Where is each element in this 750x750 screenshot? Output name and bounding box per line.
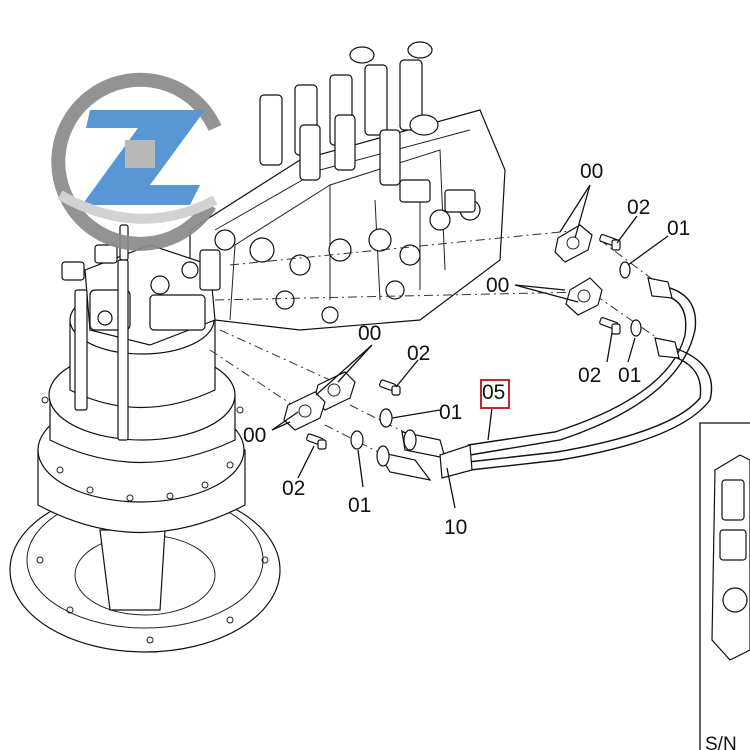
callout-00-top: 00 <box>580 160 603 183</box>
callout-01-center: 01 <box>439 401 462 424</box>
control-valve-icon <box>189 41 506 331</box>
leader-lines <box>271 184 669 509</box>
bolt-icon <box>306 433 327 450</box>
inset-frame: S/N <box>699 422 750 750</box>
callout-10-hose: 10 <box>444 516 467 539</box>
callout-02-left: 02 <box>282 477 305 500</box>
callout-02-top: 02 <box>627 196 650 219</box>
callout-01-top: 01 <box>667 217 690 240</box>
upper-flange-set <box>554 224 642 337</box>
center-flange-set <box>283 371 401 450</box>
o-ring-icon <box>379 408 393 428</box>
bolt-icon <box>599 234 621 251</box>
o-ring-icon <box>350 430 364 450</box>
highlight-box <box>480 379 510 409</box>
callout-02-center: 02 <box>407 342 430 365</box>
bolt-icon <box>379 379 401 396</box>
callout-00-mid: 00 <box>486 274 509 297</box>
callout-00-left: 00 <box>243 424 266 447</box>
callout-labels: 00 02 01 00 02 01 00 02 01 00 02 01 05 1… <box>243 160 690 539</box>
callout-01-mid: 01 <box>618 364 641 387</box>
callout-01-left: 01 <box>348 494 371 517</box>
z-logo-icon <box>51 72 222 251</box>
callout-02-mid: 02 <box>578 364 601 387</box>
inset-caption: S/N <box>705 734 737 750</box>
o-ring-icon <box>619 261 631 279</box>
bolt-icon <box>599 317 621 335</box>
callout-05-hose: 05 <box>482 381 505 404</box>
swing-motor-icon <box>9 224 281 653</box>
o-ring-icon <box>630 319 642 337</box>
callout-00-center: 00 <box>358 322 381 345</box>
